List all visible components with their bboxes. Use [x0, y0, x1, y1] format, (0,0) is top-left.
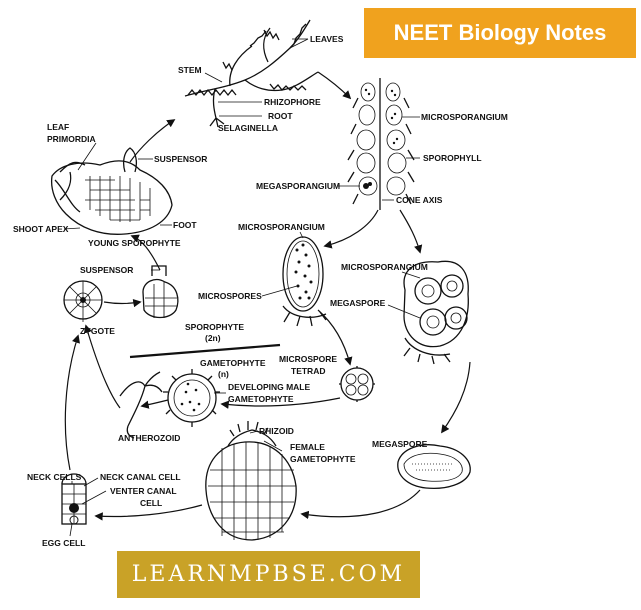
rhizophore-label: RHIZOPHORE	[264, 97, 321, 107]
egg-cell-label: EGG CELL	[42, 538, 85, 548]
antherozoid-illustration	[119, 371, 163, 439]
learnmpbse-footer-banner: LEARNMPBSE.COM	[117, 551, 420, 598]
rhizophore-line	[212, 88, 217, 119]
suspensor-mid-label: SUSPENSOR	[80, 265, 133, 275]
shoot-apex-label: SHOOT APEX	[13, 224, 69, 234]
microspore-tetrad-label-2: TETRAD	[291, 366, 325, 376]
microspore-tetrad-illustration	[336, 363, 378, 405]
archegonium-illustration	[61, 473, 107, 537]
young-sporophyte-illustration	[50, 142, 173, 235]
megaspore-bottom-label: MEGASPORE	[372, 439, 428, 449]
female-gametophyte-label-1: FEMALE	[290, 442, 325, 452]
zygote-label: ZYGOTE	[80, 326, 115, 336]
megasporangium-illustration	[387, 260, 469, 365]
gametophyte-label: GAMETOPHYTE	[200, 358, 266, 368]
sporophyte-ploidy-label: (2n)	[205, 333, 221, 343]
branch-line-2	[229, 45, 253, 87]
microsporangium-right-label: MICROSPORANGIUM	[341, 262, 428, 272]
leaf-primordia-label-2: PRIMORDIA	[47, 134, 96, 144]
venter-canal-label-2: CELL	[140, 498, 162, 508]
megaspore-right-label: MEGASPORE	[330, 298, 386, 308]
root-lines	[209, 117, 225, 128]
young-sporophyte-label: YOUNG SPOROPHYTE	[88, 238, 181, 248]
microsporangium-illustration	[261, 231, 327, 327]
megasporangium-label: MEGASPORANGIUM	[256, 181, 340, 191]
arrow-plant-to-cone	[317, 71, 352, 100]
stem-label: STEM	[178, 65, 202, 75]
rhizoid-label: RHIZOID	[259, 426, 294, 436]
selaginella-plant-illustration	[184, 19, 319, 128]
arrow-cone-to-microsporangium	[323, 209, 379, 249]
neck-canal-cell-label: NECK CANAL CELL	[100, 472, 181, 482]
arrow-archegonium-to-zygote	[64, 334, 80, 471]
microsporangium-left-label: MICROSPORANGIUM	[238, 222, 325, 232]
megaspore-illustration	[397, 444, 471, 490]
microspore-tetrad-label-1: MICROSPORE	[279, 354, 337, 364]
arrow-tetrad-to-male	[220, 397, 341, 409]
microsporangium-cone-label: MICROSPORANGIUM	[421, 112, 508, 122]
arrow-young-to-plant	[129, 119, 176, 163]
gametophyte-ploidy-label: (n)	[218, 369, 229, 379]
cone-illustration	[338, 78, 420, 210]
female-gametophyte-label-2: GAMETOPHYTE	[290, 454, 356, 464]
developing-male-label-1: DEVELOPING MALE	[228, 382, 311, 392]
arrow-megaspore-to-female	[300, 489, 421, 520]
suspensor-top-label: SUSPENSOR	[154, 154, 207, 164]
arrow-antherozoid-to-zygote	[83, 324, 121, 409]
venter-canal-label-1: VENTER CANAL	[110, 486, 177, 496]
arrow-male-to-antherozoid	[140, 399, 169, 409]
arrow-cone-to-megasporangium	[399, 209, 423, 254]
cone-axis-label: CONE AXIS	[396, 195, 443, 205]
male-gametophyte-illustration	[163, 369, 226, 427]
arrow-megasporangium-to-megaspore	[441, 361, 471, 434]
antherozoid-label: ANTHEROZOID	[118, 433, 180, 443]
neet-biology-notes-badge: NEET Biology Notes	[364, 8, 636, 58]
zygote-illustration	[63, 265, 179, 322]
cycle-arrows	[64, 71, 471, 521]
female-gametophyte-illustration	[205, 421, 297, 541]
branch-line-3	[263, 27, 271, 63]
neck-cells-label: NECK CELLS	[27, 472, 82, 482]
root-label: ROOT	[268, 111, 293, 121]
leaf-primordia-label-1: LEAF	[47, 122, 69, 132]
arrow-embryo-to-young	[130, 234, 161, 271]
microspores-label: MICROSPORES	[198, 291, 262, 301]
stem-line	[184, 19, 311, 97]
arrow-zygote-to-embryo	[103, 298, 142, 308]
developing-male-label-2: GAMETOPHYTE	[228, 394, 294, 404]
leaves-label: LEAVES	[310, 34, 344, 44]
selaginella-label: SELAGINELLA	[218, 123, 278, 133]
arrow-to-tetrad	[317, 309, 353, 366]
sporophyll-label: SPOROPHYLL	[423, 153, 482, 163]
arrow-female-to-archegonium	[94, 504, 203, 521]
sporophyte-label: SPOROPHYTE	[185, 322, 244, 332]
generation-divider-line	[129, 343, 281, 359]
foot-label: FOOT	[173, 220, 197, 230]
